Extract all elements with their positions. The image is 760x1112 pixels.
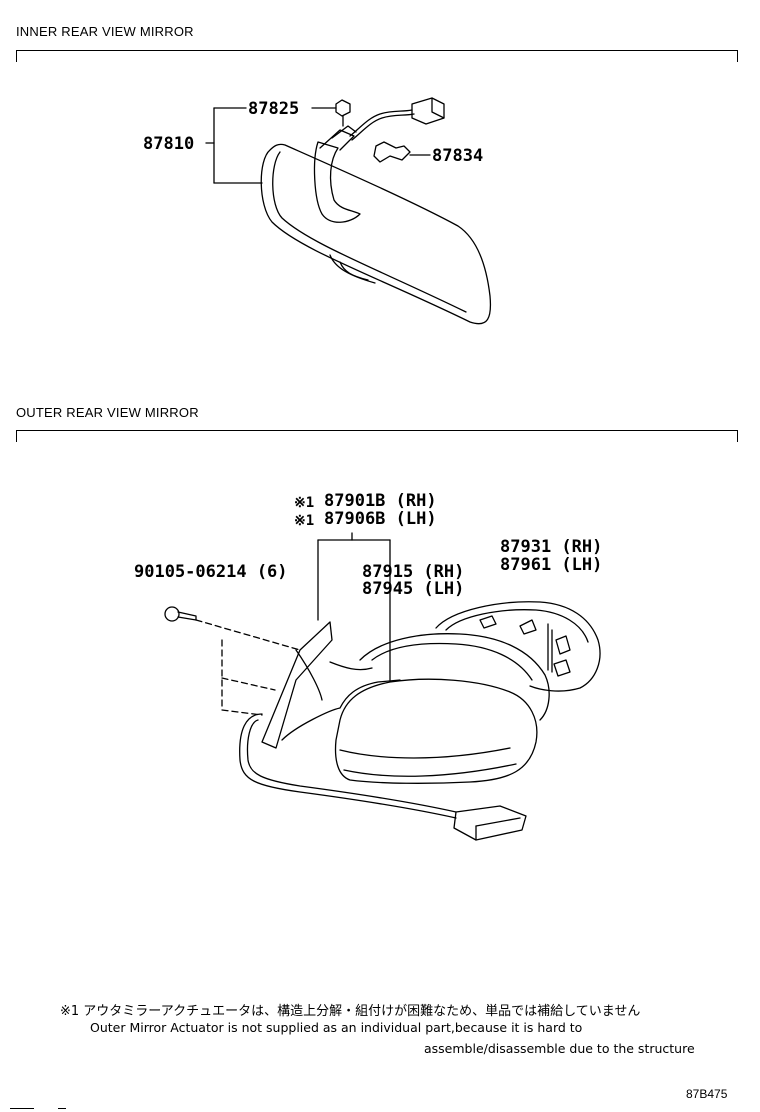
- outer-section-title: OUTER REAR VIEW MIRROR: [16, 405, 199, 420]
- outer-section-bracket: [16, 430, 738, 442]
- footnote-english-line1: Outer Mirror Actuator is not supplied as…: [90, 1020, 583, 1035]
- part-label-87825: 87825: [248, 99, 300, 119]
- part-label-87961: 87961 (LH): [500, 555, 603, 575]
- inner-section-title: INNER REAR VIEW MIRROR: [16, 24, 194, 39]
- part-label-87906b: 87906B (LH): [324, 509, 437, 529]
- bottom-mark-right: [58, 1108, 66, 1109]
- outer-mirror-drawing: [164, 532, 601, 841]
- part-label-87810: 87810: [143, 134, 195, 154]
- bottom-mark-left: [10, 1108, 34, 1109]
- inner-mirror-drawing: [205, 97, 492, 325]
- footnote-japanese: ※1 アウタミラーアクチュエータは、構造上分解・組付けが困難なため、単品では補給…: [60, 1004, 641, 1019]
- footnote-english-line2: assemble/disassemble due to the structur…: [424, 1041, 695, 1056]
- part-label-87834: 87834: [432, 146, 484, 166]
- part-label-90105: 90105-06214 (6): [134, 562, 288, 582]
- part-label-87945: 87945 (LH): [362, 579, 465, 599]
- inner-section-bracket: [16, 50, 738, 62]
- note-mark-2: ※1: [294, 513, 315, 529]
- note-mark-1: ※1: [294, 495, 315, 511]
- part-label-87915: 87915 (RH): [362, 562, 465, 582]
- part-label-87901b: 87901B (RH): [324, 491, 437, 511]
- figure-id: 87B475: [686, 1087, 728, 1101]
- part-label-87931: 87931 (RH): [500, 537, 603, 557]
